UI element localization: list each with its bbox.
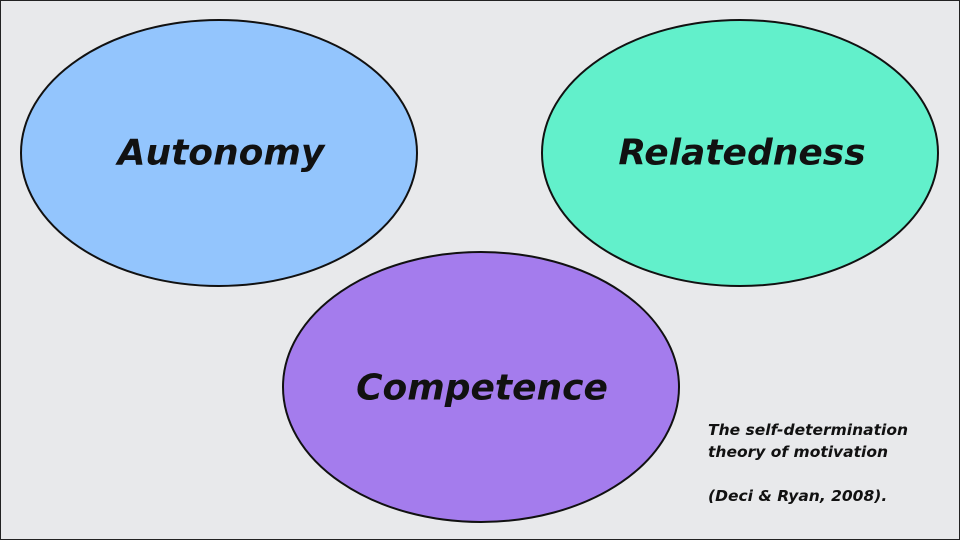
autonomy-label: Autonomy: [117, 132, 325, 174]
relatedness-label: Relatedness: [618, 132, 866, 174]
caption: The self-determination theory of motivat…: [708, 419, 908, 507]
relatedness-ellipse: [541, 19, 939, 287]
citation: (Deci & Ryan, 2008).: [708, 487, 888, 505]
competence-ellipse: [282, 251, 680, 523]
autonomy-ellipse: [20, 19, 418, 287]
caption-line-1: The self-determination: [708, 421, 909, 439]
caption-line-2: theory of motivation: [708, 443, 889, 461]
competence-label: Competence: [356, 367, 608, 409]
